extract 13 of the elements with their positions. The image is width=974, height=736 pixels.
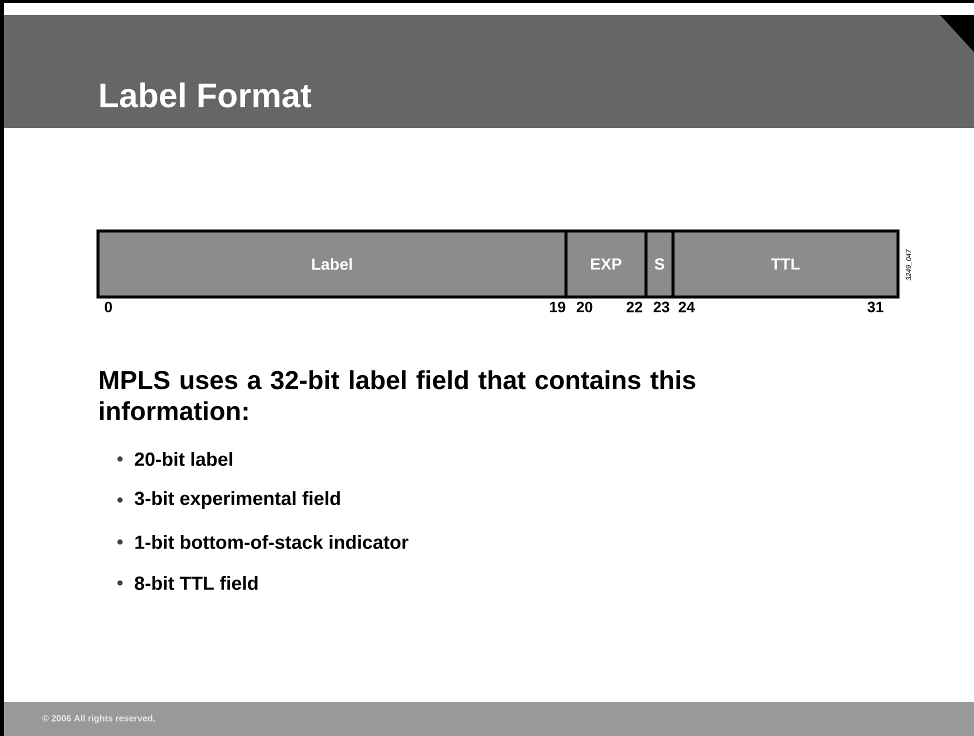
bit-number: 24 <box>678 302 695 312</box>
bit-number: 19 <box>550 302 566 312</box>
list-item: 3-bit experimental field <box>117 491 340 509</box>
copyright-text: © 2006 All rights reserved. <box>42 714 155 724</box>
list-item: 20-bit label <box>117 452 232 466</box>
list-item: 1-bit bottom-of-stack indicator <box>117 535 408 549</box>
statement: MPLS uses a 32-bit label field that contains this information: <box>100 370 696 420</box>
bit-number: 20 <box>576 302 592 312</box>
title: Label Format <box>100 82 312 108</box>
list-item: 8-bit TTL field <box>117 576 258 590</box>
bit-field: S <box>644 230 674 298</box>
bit-number: 23 <box>654 302 670 312</box>
bit-number: 22 <box>626 302 642 312</box>
